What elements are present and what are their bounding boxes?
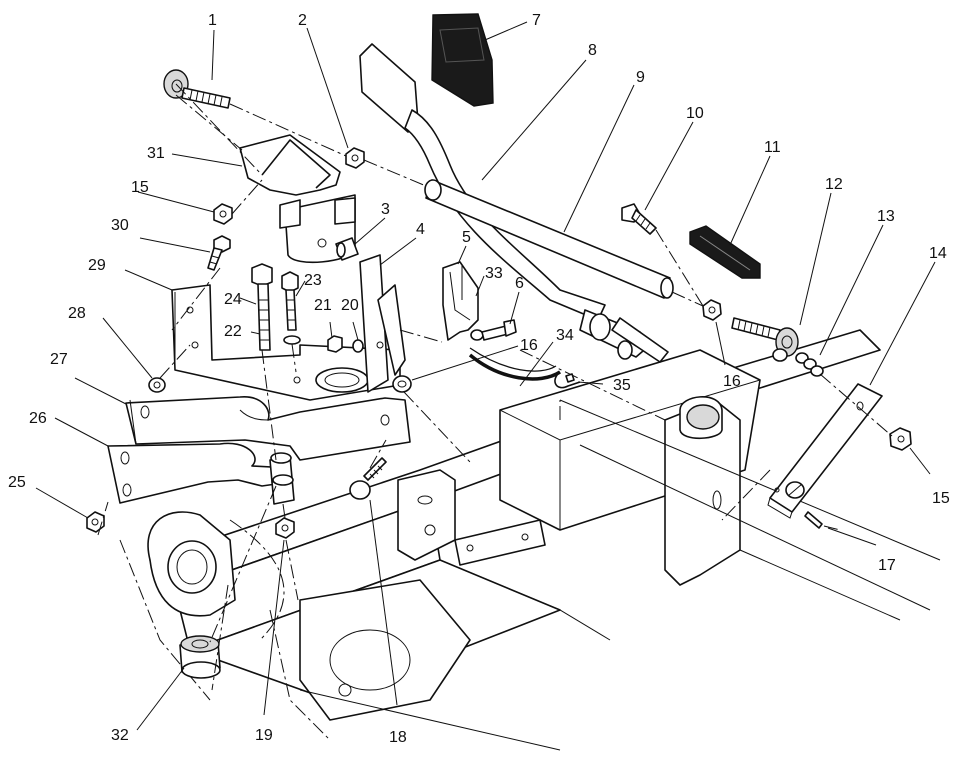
lower-pedal-bracket xyxy=(107,442,291,504)
callout-2: 2 xyxy=(298,12,307,29)
assembly-centerlines xyxy=(97,83,893,691)
callout-17: 17 xyxy=(878,557,896,574)
callout-20: 20 xyxy=(341,297,359,314)
callout-24: 24 xyxy=(224,291,242,308)
callout-28: 28 xyxy=(68,305,86,322)
lock-nut-left xyxy=(213,203,233,225)
rubber-bumper xyxy=(179,635,221,679)
callout-15-left: 15 xyxy=(131,179,149,196)
callout-26: 26 xyxy=(29,410,47,427)
callout-9: 9 xyxy=(636,69,645,86)
pivot-bushings xyxy=(269,452,295,505)
washer-28 xyxy=(148,377,166,393)
callout-19: 19 xyxy=(255,727,273,744)
callout-22: 22 xyxy=(224,323,242,340)
bushing xyxy=(392,375,412,393)
lock-nut-right xyxy=(889,427,912,451)
callout-18: 18 xyxy=(389,729,407,746)
callout-31: 31 xyxy=(147,145,165,162)
clevis-pin xyxy=(335,237,359,261)
lock-nut xyxy=(345,147,365,169)
callout-4: 4 xyxy=(416,221,425,238)
nut-lower-left xyxy=(86,511,105,533)
callout-34: 34 xyxy=(556,327,574,344)
callout-6: 6 xyxy=(515,275,524,292)
pedal-pad xyxy=(431,13,494,107)
callout-29: 29 xyxy=(88,257,106,274)
long-bolt xyxy=(251,263,273,351)
mower-frame xyxy=(119,329,941,751)
callout-35: 35 xyxy=(613,377,631,394)
callout-32: 32 xyxy=(111,727,129,744)
callout-8: 8 xyxy=(588,42,597,59)
nut-shaft xyxy=(702,299,722,321)
brake-pedal-arm xyxy=(359,43,606,321)
callout-25: 25 xyxy=(8,474,26,491)
leader-lines xyxy=(35,21,936,731)
callout-12: 12 xyxy=(825,176,843,193)
roll-pin xyxy=(804,511,823,529)
callout-10: 10 xyxy=(686,105,704,122)
upper-pedal-bracket xyxy=(125,396,411,461)
callout-3: 3 xyxy=(381,201,390,218)
callout-15-right: 15 xyxy=(932,490,950,507)
callout-30: 30 xyxy=(111,217,129,234)
cable xyxy=(468,347,561,381)
callout-11: 11 xyxy=(764,139,781,156)
callout-13: 13 xyxy=(877,208,895,225)
control-rod-clevis xyxy=(579,309,669,363)
callout-33: 33 xyxy=(485,265,503,282)
callout-21: 21 xyxy=(314,297,332,314)
callout-numbers: 1 2 3 4 5 6 7 8 9 10 11 12 13 14 15 15 1… xyxy=(8,12,950,746)
callout-27: 27 xyxy=(50,351,68,368)
u-clip-bracket xyxy=(442,261,479,341)
pedal-shaft xyxy=(424,179,674,299)
hex-bolt xyxy=(621,203,657,235)
callout-14: 14 xyxy=(929,245,947,262)
pedal-pivot-bracket xyxy=(239,134,356,264)
vertical-bracket-plate xyxy=(359,254,406,393)
callout-5: 5 xyxy=(462,229,471,246)
callout-16-right: 16 xyxy=(723,373,741,390)
callout-7: 7 xyxy=(532,12,541,29)
link-plate xyxy=(767,383,883,519)
carriage-bolt xyxy=(349,457,387,500)
callout-16-left: 16 xyxy=(520,337,538,354)
grip-pad xyxy=(689,225,761,279)
spring-washers xyxy=(795,352,824,377)
callout-23: 23 xyxy=(304,272,322,289)
callout-1: 1 xyxy=(208,12,217,29)
hitch-pin-clip xyxy=(554,371,581,389)
clip-bolt xyxy=(470,319,517,341)
short-bolt xyxy=(281,271,299,331)
cap-screw xyxy=(207,235,231,271)
nut-bottom xyxy=(275,517,295,539)
eye-bolt xyxy=(731,317,799,362)
shoulder-bolt xyxy=(163,69,231,109)
washer-22 xyxy=(283,335,301,345)
